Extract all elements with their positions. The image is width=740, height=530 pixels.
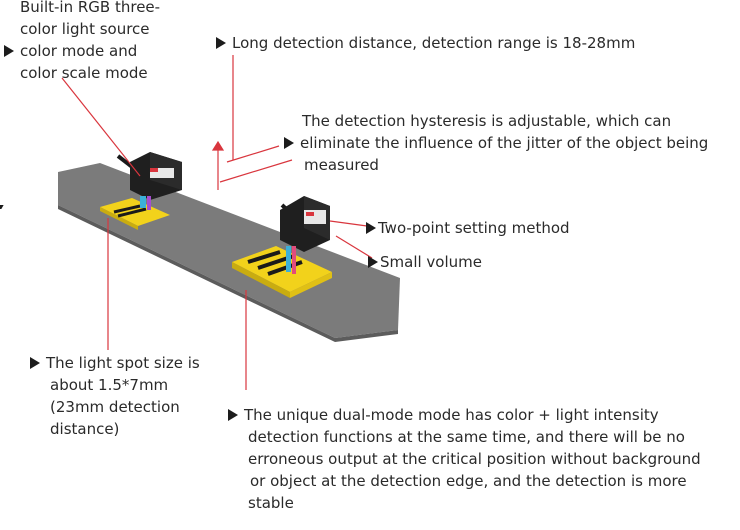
leader-lines <box>61 55 373 390</box>
small-volume-text: Small volume <box>380 253 482 271</box>
triangle-bullet-icon <box>366 222 376 234</box>
triangle-bullet-icon <box>216 37 226 49</box>
right-target-object <box>232 246 332 298</box>
triangle-bullet-icon <box>368 256 378 268</box>
dual-line-1-row: The unique dual-mode mode has color + li… <box>228 404 701 426</box>
hysteresis-line-1: The detection hysteresis is adjustable, … <box>302 112 672 130</box>
distance-text: Long detection distance, detection range… <box>232 34 636 52</box>
triangle-bullet-icon <box>284 137 294 149</box>
spot-line-3: (23mm detection <box>50 398 180 416</box>
rgb-line-3: color mode and <box>20 42 138 60</box>
two-point-text: Two-point setting method <box>378 219 570 237</box>
dual-line-5: stable <box>248 494 294 512</box>
spot-line-1-row: The light spot size is <box>30 352 200 374</box>
dual-line-4: or object at the detection edge, and the… <box>250 472 687 490</box>
dual-line-1: The unique dual-mode mode has color + li… <box>244 406 659 424</box>
dual-line-2: detection functions at the same time, an… <box>248 428 685 446</box>
rgb-line-2: color light source <box>20 20 150 38</box>
triangle-bullet-icon <box>30 357 40 369</box>
triangle-bullet-icon <box>4 45 14 57</box>
left-target-object <box>0 198 170 230</box>
two-point-setting-callout: Two-point setting method <box>366 217 570 239</box>
right-sensor-device <box>280 196 330 274</box>
hysteresis-line-3: measured <box>304 156 379 174</box>
hysteresis-line-2-row: eliminate the influence of the jitter of… <box>284 132 708 154</box>
small-volume-callout: Small volume <box>368 251 482 273</box>
spot-line-2: about 1.5*7mm <box>50 376 169 394</box>
spot-line-1: The light spot size is <box>46 354 200 372</box>
triangle-bullet-icon <box>228 409 238 421</box>
conveyor-belt <box>58 163 400 342</box>
rgb-line-2-row: color light source <box>6 18 160 40</box>
dual-line-3: erroneous output at the critical positio… <box>248 450 701 468</box>
rgb-line-1: Built-in RGB three- <box>20 0 161 16</box>
rgb-light-source-callout: Built-in RGB three- color light source c… <box>4 0 161 84</box>
rgb-line-4: color scale mode <box>20 64 148 82</box>
hysteresis-callout: The detection hysteresis is adjustable, … <box>284 110 708 176</box>
rgb-line-3-row: color mode and <box>4 40 160 62</box>
hysteresis-line-2: eliminate the influence of the jitter of… <box>300 134 709 152</box>
detection-distance-callout: Long detection distance, detection range… <box>216 32 635 54</box>
light-spot-callout: The light spot size is about 1.5*7mm (23… <box>30 352 200 440</box>
dual-mode-callout: The unique dual-mode mode has color + li… <box>228 404 701 514</box>
spot-line-4: distance) <box>50 420 120 438</box>
